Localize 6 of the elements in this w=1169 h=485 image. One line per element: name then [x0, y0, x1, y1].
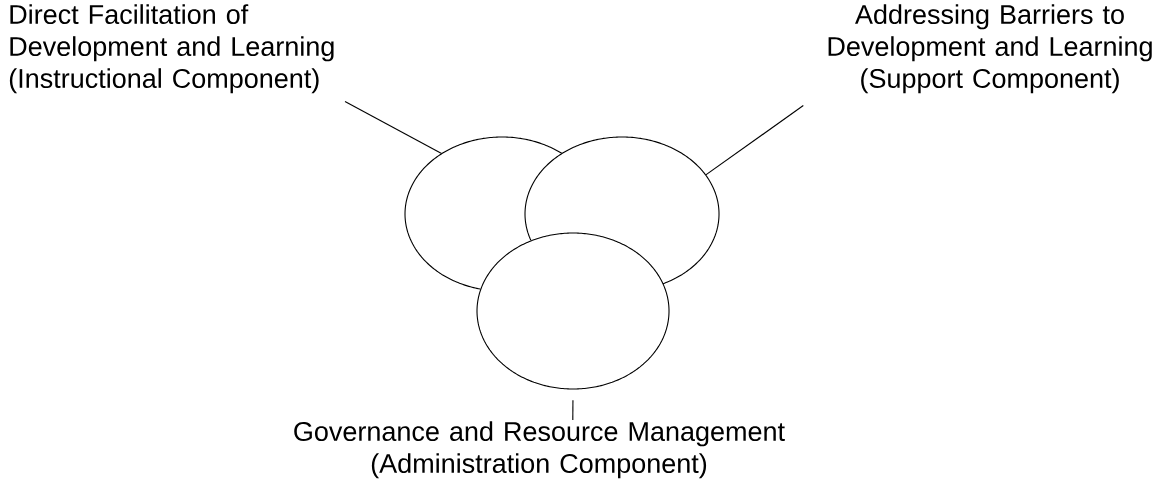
- leader-line: [344, 101, 443, 155]
- component-label: Governance and Resource Management (Administration Component): [294, 421, 785, 479]
- component-label: Direct Facilitation of Development and Learning (Instructional Component): [9, 4, 334, 94]
- component-label: Addressing Barriers to Development and Learning (Support Component): [828, 4, 1152, 94]
- leader-line: [572, 399, 574, 421]
- leader-line: [705, 105, 804, 176]
